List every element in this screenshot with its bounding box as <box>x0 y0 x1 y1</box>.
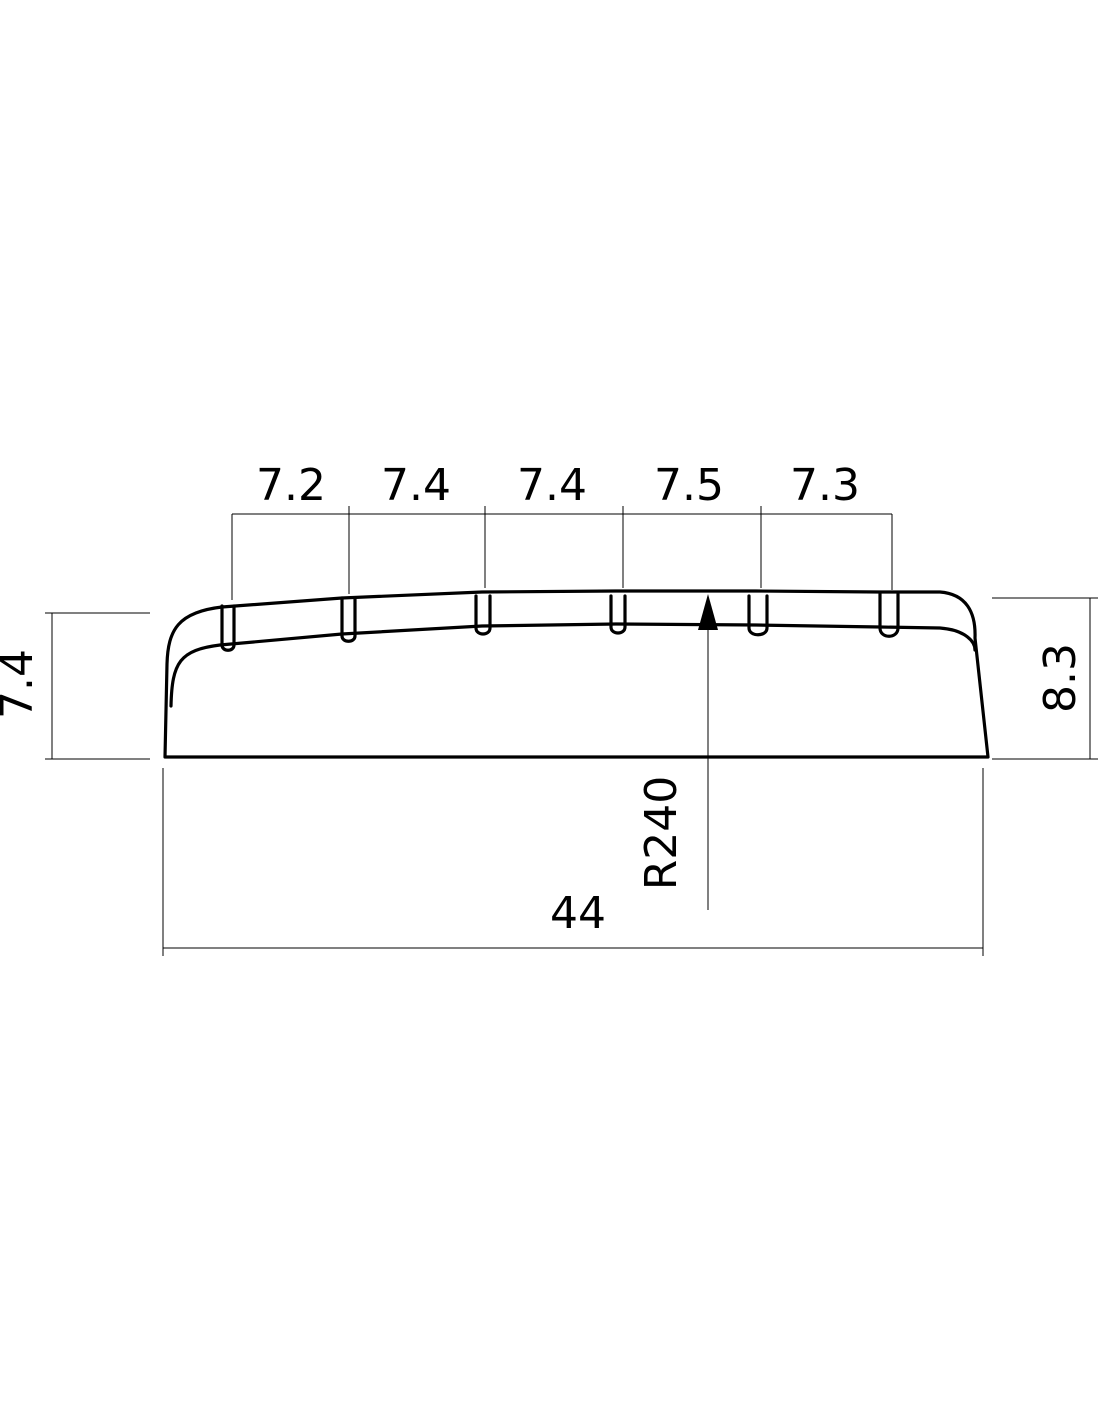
spacing-label-4: 7.5 <box>654 460 724 511</box>
radius-dimension: R240 <box>636 594 718 910</box>
left-height-dimension: 7.4 <box>0 612 150 760</box>
right-height-label: 8.3 <box>1035 643 1086 713</box>
nut-body <box>163 589 990 759</box>
nut-outline <box>163 589 990 759</box>
string-slot-3 <box>474 594 492 636</box>
string-spacing-dimension: 7.2 7.4 7.4 7.5 7.3 <box>231 460 893 600</box>
string-slot-5 <box>747 594 769 637</box>
nut-top-edge <box>169 622 977 708</box>
string-slot-4 <box>609 594 627 635</box>
radius-arrow-head <box>698 594 718 630</box>
string-slot-1 <box>220 604 236 652</box>
spacing-label-1: 7.2 <box>256 460 326 511</box>
string-slot-2 <box>340 596 357 643</box>
string-slot-6 <box>878 592 900 638</box>
spacing-label-5: 7.3 <box>790 460 860 511</box>
left-height-label: 7.4 <box>0 649 43 719</box>
spacing-label-3: 7.4 <box>517 460 587 511</box>
radius-label: R240 <box>636 776 687 891</box>
width-label: 44 <box>550 888 606 939</box>
right-height-dimension: 8.3 <box>992 597 1098 760</box>
width-dimension: 44 <box>162 768 984 956</box>
spacing-label-2: 7.4 <box>381 460 451 511</box>
